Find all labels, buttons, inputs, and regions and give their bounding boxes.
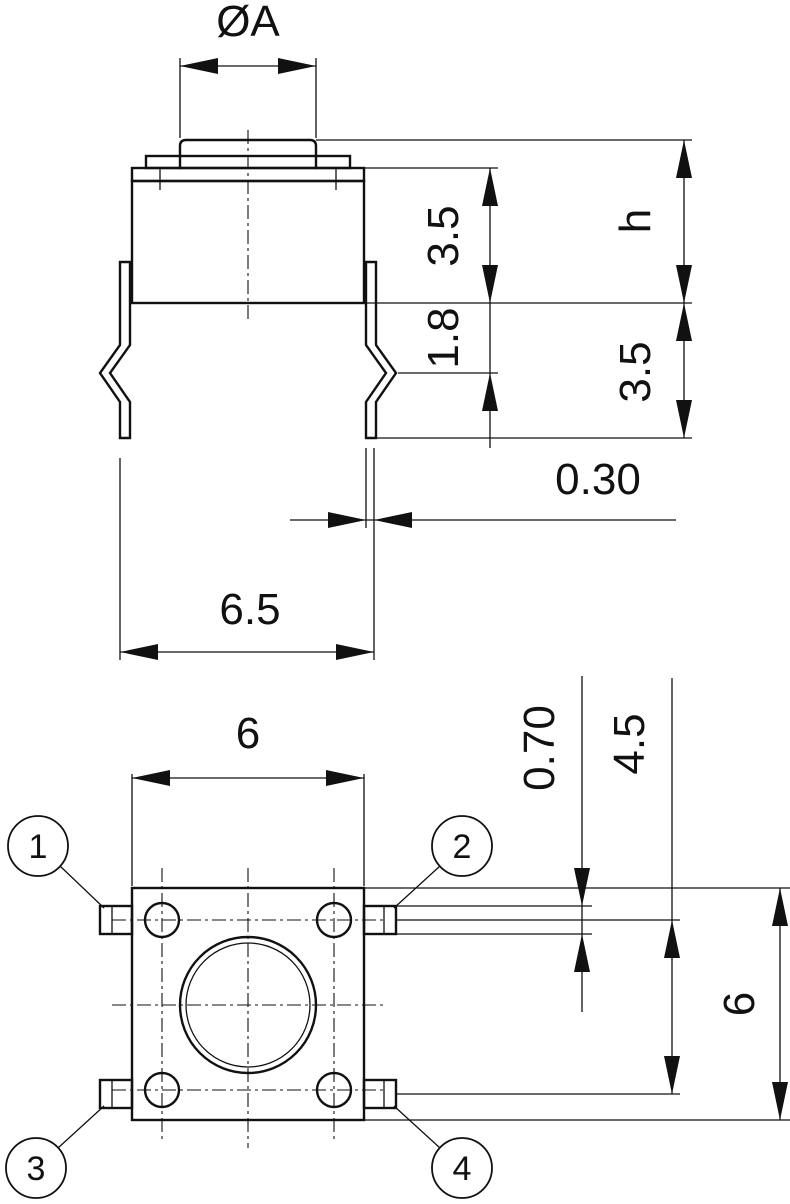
dim-h-label: h — [611, 209, 660, 233]
leader-pin-1 — [59, 865, 105, 909]
pin-label-2: 2 — [453, 828, 472, 866]
arrow — [676, 303, 692, 341]
arrow — [482, 373, 498, 411]
dim-gap-label: 1.8 — [419, 307, 468, 368]
pin-callout-3 — [5, 1137, 67, 1199]
arrow — [664, 1056, 680, 1094]
pin-label-4: 4 — [453, 1150, 472, 1188]
arrow — [676, 400, 692, 438]
leader-pin-3 — [57, 1105, 105, 1149]
arrow — [676, 265, 692, 303]
arrow — [574, 934, 590, 972]
dim-top-width-label: 6 — [236, 709, 260, 758]
arrow — [180, 58, 218, 74]
leader-pin-4 — [393, 1105, 441, 1149]
dim-pin-width-label: 0.70 — [515, 705, 564, 791]
pin-stub-4 — [362, 1078, 398, 1110]
arrow — [482, 265, 498, 303]
arrow — [120, 644, 158, 660]
pin-stub-3 — [98, 1078, 134, 1110]
arrow — [132, 770, 170, 786]
dim-body-height-label: 3.5 — [419, 205, 468, 266]
dim-top-height-label: 6 — [715, 992, 764, 1016]
pin-callout-1 — [7, 815, 69, 877]
arrow — [676, 140, 692, 178]
dim-diameter-label: ØA — [216, 0, 280, 46]
leader-pin-2 — [393, 865, 441, 909]
arrow — [482, 168, 498, 206]
lead-left — [98, 260, 132, 440]
side-view: ØA h 3.5 1.8 3.5 0.30 6.5 — [98, 0, 692, 660]
dim-span-label: 6.5 — [219, 585, 280, 634]
arrow — [772, 888, 788, 926]
arrow — [664, 920, 680, 958]
pin-callout-2 — [431, 815, 493, 877]
dim-pin-pitch-label: 4.5 — [605, 713, 654, 774]
pin-label-3: 3 — [27, 1150, 46, 1188]
pin-label-1: 1 — [29, 828, 48, 866]
dim-thickness-label: 0.30 — [555, 455, 641, 504]
arrow — [278, 58, 316, 74]
pin-callout-4 — [431, 1137, 493, 1199]
lead-right — [364, 260, 398, 440]
arrow — [574, 868, 590, 906]
arrow — [772, 1082, 788, 1120]
arrow — [374, 512, 412, 528]
top-view: 6 0.70 4.5 6 1 2 3 4 — [5, 676, 790, 1199]
arrow — [336, 644, 374, 660]
pin-stub-1 — [98, 904, 134, 936]
dim-lead-length-label: 3.5 — [611, 341, 660, 402]
arrow — [328, 512, 366, 528]
arrow — [326, 770, 364, 786]
